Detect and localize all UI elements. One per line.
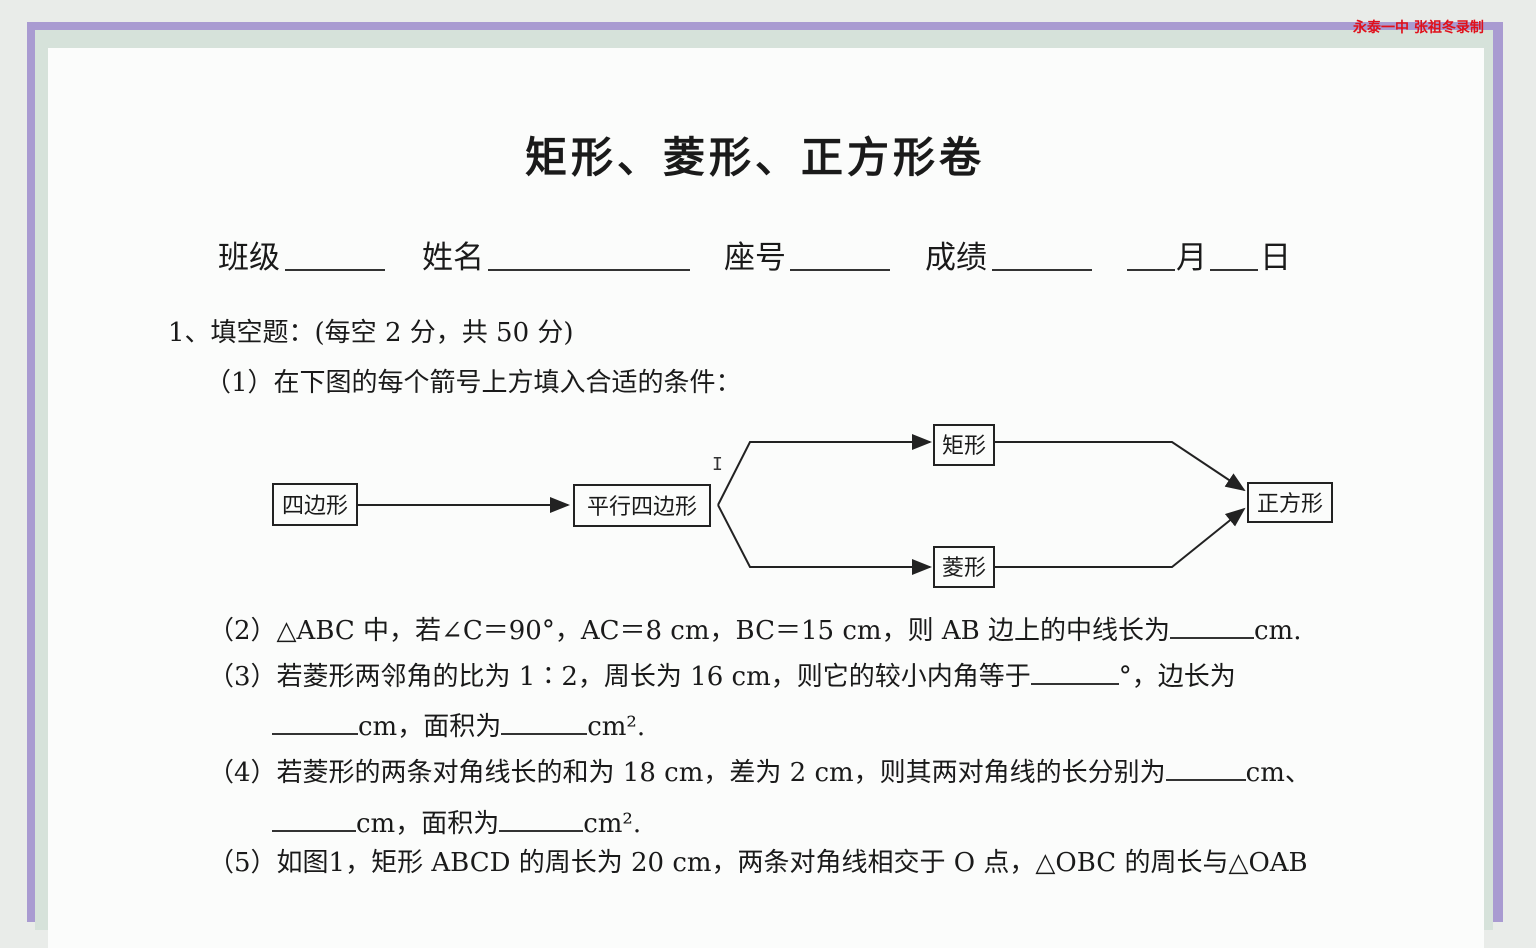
watermark: 永泰一中 张祖冬录制 <box>1353 20 1484 36</box>
answer-blank <box>272 707 358 735</box>
name-blank <box>488 238 690 279</box>
answer-blank <box>499 804 584 832</box>
question-1-3-cont: cm，面积为 cm². <box>272 706 645 743</box>
question-1-2: （2）△ABC 中，若∠C＝90°，AC＝8 cm，BC＝15 cm，则 AB … <box>208 610 1301 647</box>
score-label: 成绩 <box>925 240 987 276</box>
seat-label: 座号 <box>724 240 786 276</box>
question-1-5: （5）如图1，矩形 ABCD 的周长为 20 cm，两条对角线相交于 O 点，△… <box>208 848 1308 878</box>
answer-blank <box>1169 611 1254 639</box>
q2-text: （2）△ABC 中，若∠C＝90°，AC＝8 cm，BC＝15 cm，则 AB … <box>208 616 1170 646</box>
quadrilateral-diagram: 四边形 平行四边形 矩形 菱形 正方形 <box>272 424 1333 588</box>
q4-text: （4）若菱形的两条对角线长的和为 18 cm，差为 2 cm，则其两对角线的长分… <box>208 758 1166 788</box>
q3-text: （3）若菱形两邻角的比为 1∶2，周长为 16 cm，则它的较小内角等于 <box>208 662 1031 692</box>
month-blank <box>1127 238 1175 279</box>
arrow-para-to-rect <box>717 434 932 506</box>
name-label: 姓名 <box>422 240 484 276</box>
label-quadrilateral: 四边形 <box>282 494 348 519</box>
question-1-4-cont: cm，面积为 cm². <box>272 803 641 840</box>
seat-blank <box>790 238 890 279</box>
q4-text-b: cm、 <box>1245 758 1311 788</box>
class-blank <box>285 238 385 279</box>
month-label: 月 <box>1176 240 1207 276</box>
arrow-para-to-rhombus <box>717 504 932 575</box>
text-cursor-icon: I <box>712 454 723 475</box>
day-blank <box>1210 238 1258 279</box>
question-1-4: （4）若菱形的两条对角线长的和为 18 cm，差为 2 cm，则其两对角线的长分… <box>208 752 1311 789</box>
document-page <box>48 48 1484 948</box>
score-blank <box>992 238 1092 279</box>
q4-text-c: cm，面积为 <box>356 809 500 839</box>
question-1-heading: 1、填空题：(每空 2 分，共 50 分) <box>168 318 574 348</box>
q3-text-d: cm². <box>587 712 646 742</box>
page-title: 矩形、菱形、正方形卷 <box>524 133 985 182</box>
label-rectangle: 矩形 <box>942 434 986 459</box>
class-label: 班级 <box>218 240 280 276</box>
question-1-3: （3）若菱形两邻角的比为 1∶2，周长为 16 cm，则它的较小内角等于 °，边长… <box>208 656 1236 693</box>
box-square <box>1247 482 1333 523</box>
box-parallelogram <box>573 484 711 527</box>
label-square: 正方形 <box>1257 492 1323 517</box>
q2-unit: cm. <box>1253 616 1302 646</box>
arrow-rect-to-square <box>994 441 1246 492</box>
answer-blank <box>501 707 588 735</box>
label-parallelogram: 平行四边形 <box>587 495 697 520</box>
q4-text-d: cm². <box>583 809 642 839</box>
answer-blank <box>1030 657 1119 685</box>
answer-blank <box>1165 753 1246 781</box>
q3-text-c: cm，面积为 <box>358 712 502 742</box>
label-rhombus: 菱形 <box>942 556 986 581</box>
question-1-1: （1）在下图的每个箭号上方填入合适的条件： <box>205 368 742 398</box>
q3-text-b: °，边长为 <box>1118 662 1236 692</box>
box-rectangle <box>933 424 995 466</box>
answer-blank <box>272 804 356 832</box>
arrow-rhombus-to-square <box>994 507 1246 568</box>
day-label: 日 <box>1260 240 1291 276</box>
